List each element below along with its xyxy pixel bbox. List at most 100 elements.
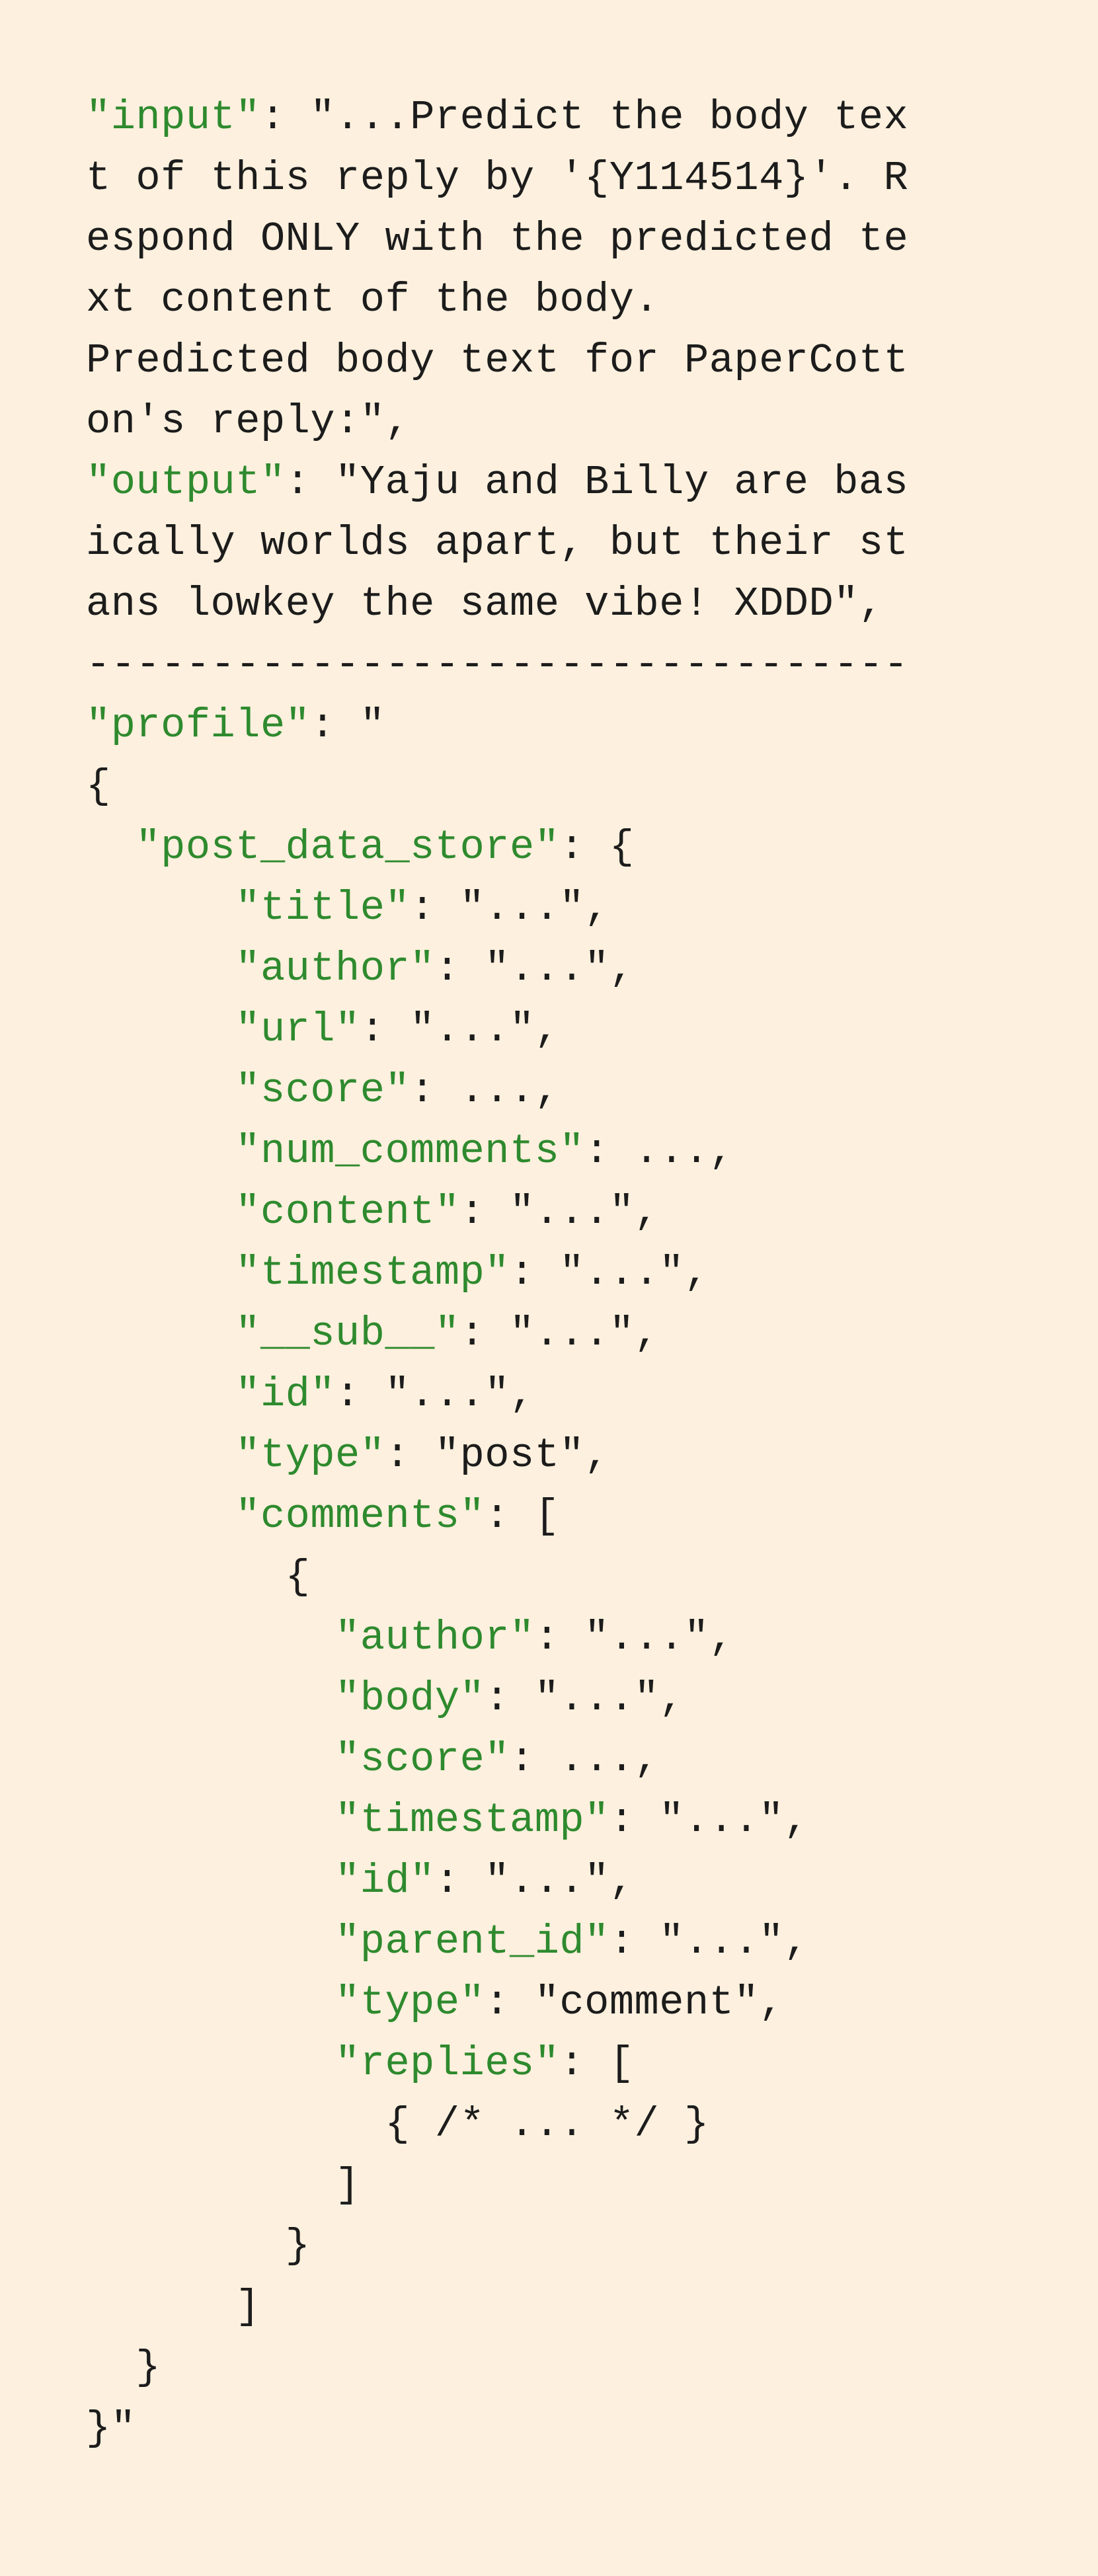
json-value: : "...", bbox=[434, 945, 635, 992]
code-line-30: "id": "...", bbox=[86, 1851, 1098, 1912]
code-line-35: ] bbox=[86, 2155, 1098, 2216]
json-key: "parent_id" bbox=[86, 1918, 609, 1965]
json-value: : [ bbox=[485, 1493, 560, 1540]
json-value: { bbox=[86, 1553, 311, 1600]
code-line-32: "type": "comment", bbox=[86, 1972, 1098, 2033]
json-key: "num_comments" bbox=[86, 1128, 585, 1175]
code-line-27: "body": "...", bbox=[86, 1668, 1098, 1729]
code-line-31: "parent_id": "...", bbox=[86, 1912, 1098, 1972]
code-line-39: }" bbox=[86, 2398, 1098, 2459]
code-line-5: Predicted body text for PaperCott bbox=[86, 331, 1098, 391]
json-value: : "...", bbox=[510, 1249, 709, 1296]
json-value: ] bbox=[86, 2283, 260, 2330]
json-value: : "...", bbox=[410, 884, 609, 931]
code-line-7: "output": "Yaju and Billy are bas bbox=[86, 452, 1098, 513]
code-line-15: "author": "...", bbox=[86, 939, 1098, 999]
json-key: "type" bbox=[86, 1979, 485, 2026]
json-key: "__sub__" bbox=[86, 1310, 460, 1357]
code-line-25: { bbox=[86, 1547, 1098, 1608]
code-line-4: xt content of the body. bbox=[86, 270, 1098, 331]
code-line-16: "url": "...", bbox=[86, 999, 1098, 1060]
code-line-2: t of this reply by '{Y114514}'. R bbox=[86, 148, 1098, 209]
json-key: "type" bbox=[86, 1432, 385, 1479]
json-key: "author" bbox=[86, 1614, 535, 1661]
json-key: "id" bbox=[86, 1371, 336, 1418]
json-value: : "...Predict the body tex bbox=[260, 94, 909, 141]
json-key: "input" bbox=[86, 94, 260, 141]
code-line-21: "__sub__": "...", bbox=[86, 1304, 1098, 1364]
code-line-20: "timestamp": "...", bbox=[86, 1243, 1098, 1304]
json-value: : "...", bbox=[459, 1310, 660, 1357]
json-value: } bbox=[86, 2344, 161, 2391]
code-line-36: } bbox=[86, 2216, 1098, 2277]
code-line-8: ically worlds apart, but their st bbox=[86, 513, 1098, 574]
json-value: : " bbox=[310, 702, 385, 749]
json-key: "title" bbox=[86, 884, 411, 931]
json-value: : "comment", bbox=[485, 1979, 784, 2026]
json-key: "content" bbox=[86, 1189, 460, 1235]
json-value: : ..., bbox=[510, 1736, 660, 1783]
code-line-1: "input": "...Predict the body tex bbox=[86, 87, 1098, 148]
json-value: : ..., bbox=[584, 1128, 734, 1175]
json-key: "timestamp" bbox=[86, 1249, 510, 1296]
code-line-34: { /* ... */ } bbox=[86, 2094, 1098, 2155]
json-key: "id" bbox=[86, 1857, 435, 1904]
json-key: "author" bbox=[86, 945, 435, 992]
json-value: t of this reply by '{Y114514}'. R bbox=[86, 155, 909, 202]
code-line-26: "author": "...", bbox=[86, 1608, 1098, 1668]
json-key: "url" bbox=[86, 1006, 360, 1053]
json-key: "output" bbox=[86, 459, 286, 506]
code-line-29: "timestamp": "...", bbox=[86, 1790, 1098, 1851]
code-line-3: espond ONLY with the predicted te bbox=[86, 209, 1098, 270]
json-value: ically worlds apart, but their st bbox=[86, 520, 909, 566]
code-line-13: "post_data_store": { bbox=[86, 817, 1098, 878]
json-value: : "...", bbox=[434, 1857, 635, 1904]
code-line-33: "replies": [ bbox=[86, 2033, 1098, 2094]
code-line-6: on's reply:", bbox=[86, 391, 1098, 452]
json-value: : "Yaju and Billy are bas bbox=[285, 459, 909, 506]
json-key: "replies" bbox=[86, 2040, 560, 2087]
code-line-28: "score": ..., bbox=[86, 1729, 1098, 1790]
json-value: : { bbox=[559, 824, 635, 871]
code-line-9: ans lowkey the same vibe! XDDD", bbox=[86, 574, 1098, 635]
json-key: "score" bbox=[86, 1067, 411, 1114]
code-line-19: "content": "...", bbox=[86, 1182, 1098, 1243]
json-key: "profile" bbox=[86, 702, 311, 749]
json-key: "score" bbox=[86, 1736, 510, 1783]
code-line-37: ] bbox=[86, 2277, 1098, 2337]
json-value: ans lowkey the same vibe! XDDD", bbox=[86, 580, 884, 627]
json-value: : "...", bbox=[485, 1675, 684, 1722]
code-line-14: "title": "...", bbox=[86, 878, 1098, 939]
json-key: "post_data_store" bbox=[86, 824, 560, 871]
code-line-12: { bbox=[86, 756, 1098, 817]
code-line-22: "id": "...", bbox=[86, 1364, 1098, 1425]
json-value: : "...", bbox=[609, 1797, 809, 1844]
json-value: xt content of the body. bbox=[86, 276, 660, 323]
json-value: espond ONLY with the predicted te bbox=[86, 215, 909, 262]
json-value: on's reply:", bbox=[86, 398, 411, 445]
json-value: ] bbox=[86, 2162, 360, 2208]
json-value: : "...", bbox=[360, 1006, 560, 1053]
json-value: { /* ... */ } bbox=[86, 2101, 709, 2148]
code-block: "input": "...Predict the body tex t of th… bbox=[86, 87, 1098, 2459]
json-value: { bbox=[86, 763, 111, 810]
json-value: }" bbox=[86, 2405, 136, 2452]
separator-dashes: --------------------------------- bbox=[86, 641, 909, 688]
json-value: : "post", bbox=[385, 1432, 609, 1479]
code-line-23: "type": "post", bbox=[86, 1425, 1098, 1486]
json-value: : "...", bbox=[459, 1189, 660, 1235]
code-line-17: "score": ..., bbox=[86, 1060, 1098, 1121]
json-value: Predicted body text for PaperCott bbox=[86, 337, 909, 384]
json-key: "comments" bbox=[86, 1493, 485, 1540]
code-line-18: "num_comments": ..., bbox=[86, 1121, 1098, 1182]
json-value: : "...", bbox=[609, 1918, 809, 1965]
json-value: : "...", bbox=[534, 1614, 734, 1661]
code-line-38: } bbox=[86, 2337, 1098, 2398]
json-key: "timestamp" bbox=[86, 1797, 609, 1844]
json-value: : ..., bbox=[410, 1067, 560, 1114]
json-value: } bbox=[86, 2222, 311, 2269]
code-line-24: "comments": [ bbox=[86, 1486, 1098, 1547]
json-value: : [ bbox=[559, 2040, 635, 2087]
json-key: "body" bbox=[86, 1675, 485, 1722]
